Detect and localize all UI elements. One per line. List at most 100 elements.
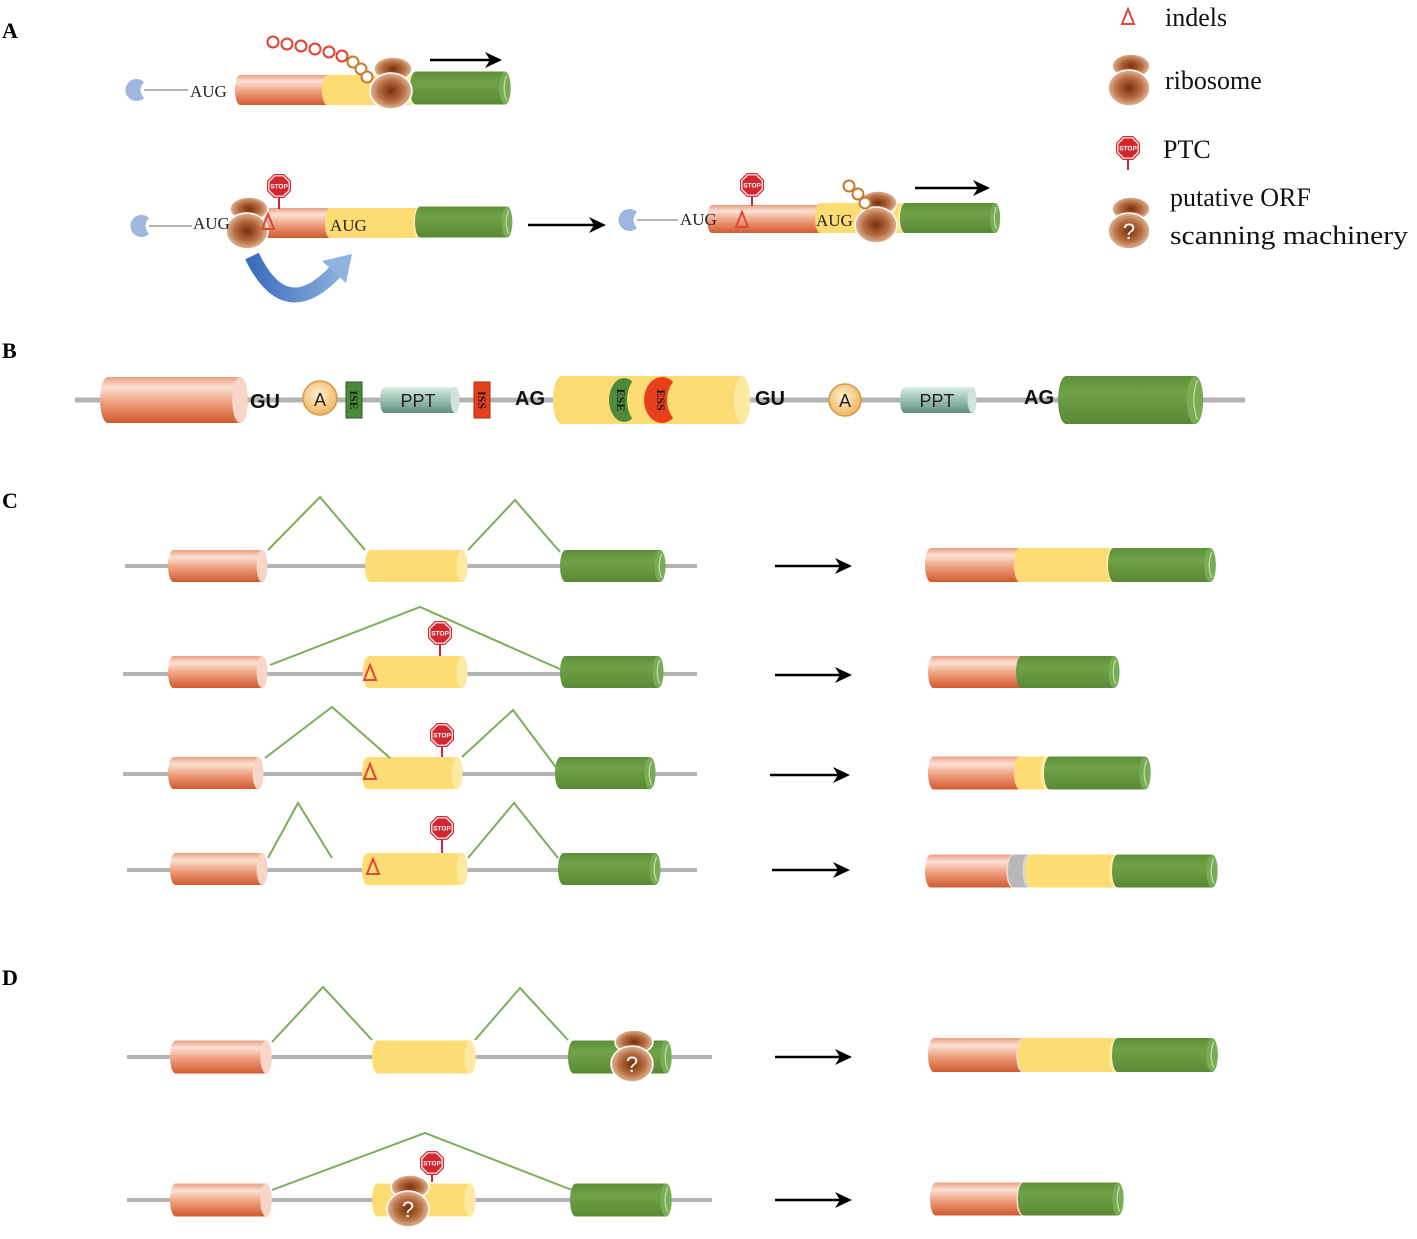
panel-d-row-1-process-arrow bbox=[775, 1049, 852, 1065]
panel-c-row-1-exon-2-body bbox=[365, 550, 468, 582]
panel-a-row-1-peptide-chain-residue bbox=[308, 42, 322, 56]
panel-d-row-2-exon-2-end-cap bbox=[464, 1183, 476, 1217]
panel-a-reinitiation-arrow-head bbox=[322, 254, 352, 283]
panel-d-row-2-mrna-exon-3 bbox=[1018, 1182, 1124, 1216]
panel-c-row-2-ptc-text: STOP bbox=[431, 630, 449, 637]
panel-d-row-2-mrna-exon-3-body bbox=[1018, 1182, 1124, 1216]
panel-d-row-1-mrna-exon-1-body bbox=[928, 1038, 1028, 1072]
legend-ptc-label: PTC bbox=[1163, 135, 1211, 164]
panel-a-row-2-ribosome bbox=[225, 196, 269, 250]
panel-a-reinitiation-arrow bbox=[245, 252, 352, 303]
panel-d-row-1-exon-1 bbox=[170, 1040, 272, 1074]
panel-c-row-4-exon-3-cap-highlight bbox=[653, 856, 658, 882]
intron-lines-layer bbox=[75, 397, 1245, 1202]
panel-a-row-3-peptide-chain-residue bbox=[842, 179, 856, 193]
panel-d-row-1-exon-1-end-cap bbox=[260, 1040, 272, 1074]
panel-c-row-3-exon-1-end-cap bbox=[252, 757, 264, 789]
panel-a-row-1-start-codon: AUG bbox=[190, 82, 227, 101]
panel-d-row-1-exon-2 bbox=[372, 1040, 476, 1074]
panel-b-branch-point-1 bbox=[302, 380, 338, 416]
panel-d-row-1-exon-2-body bbox=[372, 1040, 476, 1074]
panel-c-row-4-exon-2 bbox=[361, 853, 468, 885]
panel-c-row-3-exon-3-cap-highlight bbox=[648, 760, 653, 786]
panel-c-row-2-process-arrow-head bbox=[835, 667, 852, 683]
panel-a-row-2-ribosome-large-subunit bbox=[225, 212, 269, 250]
legend-scanning-machinery-icon: ? bbox=[1107, 196, 1151, 250]
panel-a-row-2-exon-1-body bbox=[262, 208, 336, 238]
panel-b-exon-3-end-cap bbox=[1186, 376, 1204, 424]
panel-c-row-3-splice-1 bbox=[264, 705, 391, 759]
panel-c-row-4-indel bbox=[365, 856, 381, 875]
legend-ptc-icon: STOP bbox=[1116, 136, 1140, 170]
panel-c-row-2-mrna-exon-3-cap-highlight bbox=[1112, 659, 1117, 685]
panel-d-row-2-exon-1 bbox=[170, 1183, 272, 1217]
panel-c-row-2-mrna-exon-1-body bbox=[927, 656, 1028, 688]
panel-a-row-1-exon-3-body bbox=[409, 71, 511, 105]
panel-a-row-1-ribosome-large-subunit bbox=[369, 72, 413, 110]
panel-a-process-arrow bbox=[528, 217, 606, 233]
panel-d-row-2-exon-3 bbox=[570, 1183, 672, 1217]
panel-d-row-1-exon-3-cap-highlight bbox=[664, 1044, 669, 1070]
panel-c-row-1-mrna-exon-3-end-cap bbox=[1204, 548, 1216, 582]
panel-a-row-2-exon-3-body bbox=[415, 206, 513, 238]
panel-d-row-2-mrna-exon-1 bbox=[929, 1182, 1028, 1216]
panel-c-row-1-mrna-exon-3 bbox=[1108, 548, 1216, 582]
panel-c-row-3-ptc: STOP bbox=[430, 723, 454, 757]
panel-a-row-3-peptide-chain-residue bbox=[858, 196, 872, 210]
panel-c-row-2-ptc: STOP bbox=[428, 621, 452, 656]
panel-c-row-1-mrna-exon-1 bbox=[925, 548, 1026, 582]
panel-a-row-1-peptide-chain-residue bbox=[280, 37, 294, 51]
panel-b-ppt-1-label: PPT bbox=[400, 391, 435, 411]
panel-a-row-3-start-codon: AUG bbox=[680, 210, 717, 229]
panel-c-row-1-mrna-exon-2-body bbox=[1014, 548, 1118, 582]
panel-c-row-4-mrna-exon-1-body bbox=[924, 854, 1018, 888]
panel-c-row-4-exon-3-body bbox=[558, 853, 661, 885]
panel-b-branch-point-2-label: A bbox=[839, 391, 851, 411]
panel-c-row-4-mrna-exon-2 bbox=[1025, 854, 1121, 888]
panel-a-row-3-ribosome-large-subunit bbox=[854, 206, 898, 244]
panel-c-row-4-mrna-exon-3 bbox=[1111, 854, 1218, 888]
panel-b-ppt-1-body bbox=[380, 387, 460, 413]
panel-c-row-1-exon-2-end-cap bbox=[456, 550, 468, 582]
panel-c-row-1-process-arrow bbox=[775, 558, 852, 574]
panel-a-row-2-ptc-octagon-border bbox=[268, 175, 290, 197]
panel-a-row-1-five-prime-cap bbox=[125, 78, 188, 101]
panel-c-row-4-ptc-octagon-border bbox=[431, 817, 453, 839]
panel-a-row-3-five-prime-cap-shape bbox=[618, 209, 637, 231]
panel-b-ppt-2-end-cap bbox=[967, 387, 977, 413]
panel-b-iss-label: ISS bbox=[475, 391, 489, 409]
panel-c-row-1-splice-2 bbox=[467, 498, 561, 553]
panel-c-row-4-exon-1-body bbox=[170, 853, 268, 885]
panel-b-ese-label: ESE bbox=[614, 389, 628, 412]
legend-ribosome-icon-large-subunit bbox=[1107, 69, 1151, 107]
panel-b-ppt-2 bbox=[900, 387, 977, 413]
panel-c-row-2-mrna-exon-3 bbox=[1016, 656, 1120, 688]
panel-d-row-2-process-arrow bbox=[775, 1192, 852, 1208]
panel-a-row-2-internal-start-codon: AUG bbox=[330, 216, 367, 235]
panel-label-a: A bbox=[2, 18, 18, 43]
panel-a-row-2-exon-3-end-cap bbox=[501, 206, 513, 238]
panel-c-row-2-exon-3-end-cap bbox=[652, 656, 664, 688]
legend-indels-label: indels bbox=[1165, 3, 1227, 32]
panel-d-row-1-splice-1 bbox=[271, 985, 373, 1043]
panel-c-row-4-mrna-exon-3-end-cap bbox=[1206, 854, 1218, 888]
panel-a-row-1-translation-arrow-head bbox=[485, 52, 502, 68]
panel-c-row-2-exon-1-body bbox=[168, 656, 268, 688]
panel-a-row-2-five-prime-cap bbox=[130, 215, 192, 237]
panel-a-row-3-exon-3-cap-highlight bbox=[993, 206, 998, 230]
legend-ptc-icon-octagon-border bbox=[1117, 137, 1139, 159]
panel-b-iss-box bbox=[473, 381, 491, 419]
panel-b-ess-label: ESS bbox=[654, 389, 668, 411]
panel-d-row-2-exon-1-end-cap bbox=[260, 1183, 272, 1217]
panel-d-row-2-scanning-machinery-large-subunit bbox=[386, 1190, 430, 1228]
panel-c-row-3-process-arrow bbox=[770, 767, 850, 783]
panel-d-row-2-exon-3-end-cap bbox=[660, 1183, 672, 1217]
legend-indel-icon bbox=[1120, 6, 1136, 25]
panel-c-row-3-exon-1 bbox=[168, 757, 264, 789]
panel-a-row-1-peptide-chain-residue bbox=[335, 49, 349, 63]
panel-a-row-3-ptc: STOP bbox=[740, 173, 764, 206]
panel-c-row-4-exon-3 bbox=[558, 853, 661, 885]
panel-a-row-2-exon-3 bbox=[415, 206, 513, 238]
panel-d-row-2-exon-3-cap-highlight bbox=[664, 1187, 669, 1213]
panel-d-row-1-exon-2-end-cap bbox=[464, 1040, 476, 1074]
